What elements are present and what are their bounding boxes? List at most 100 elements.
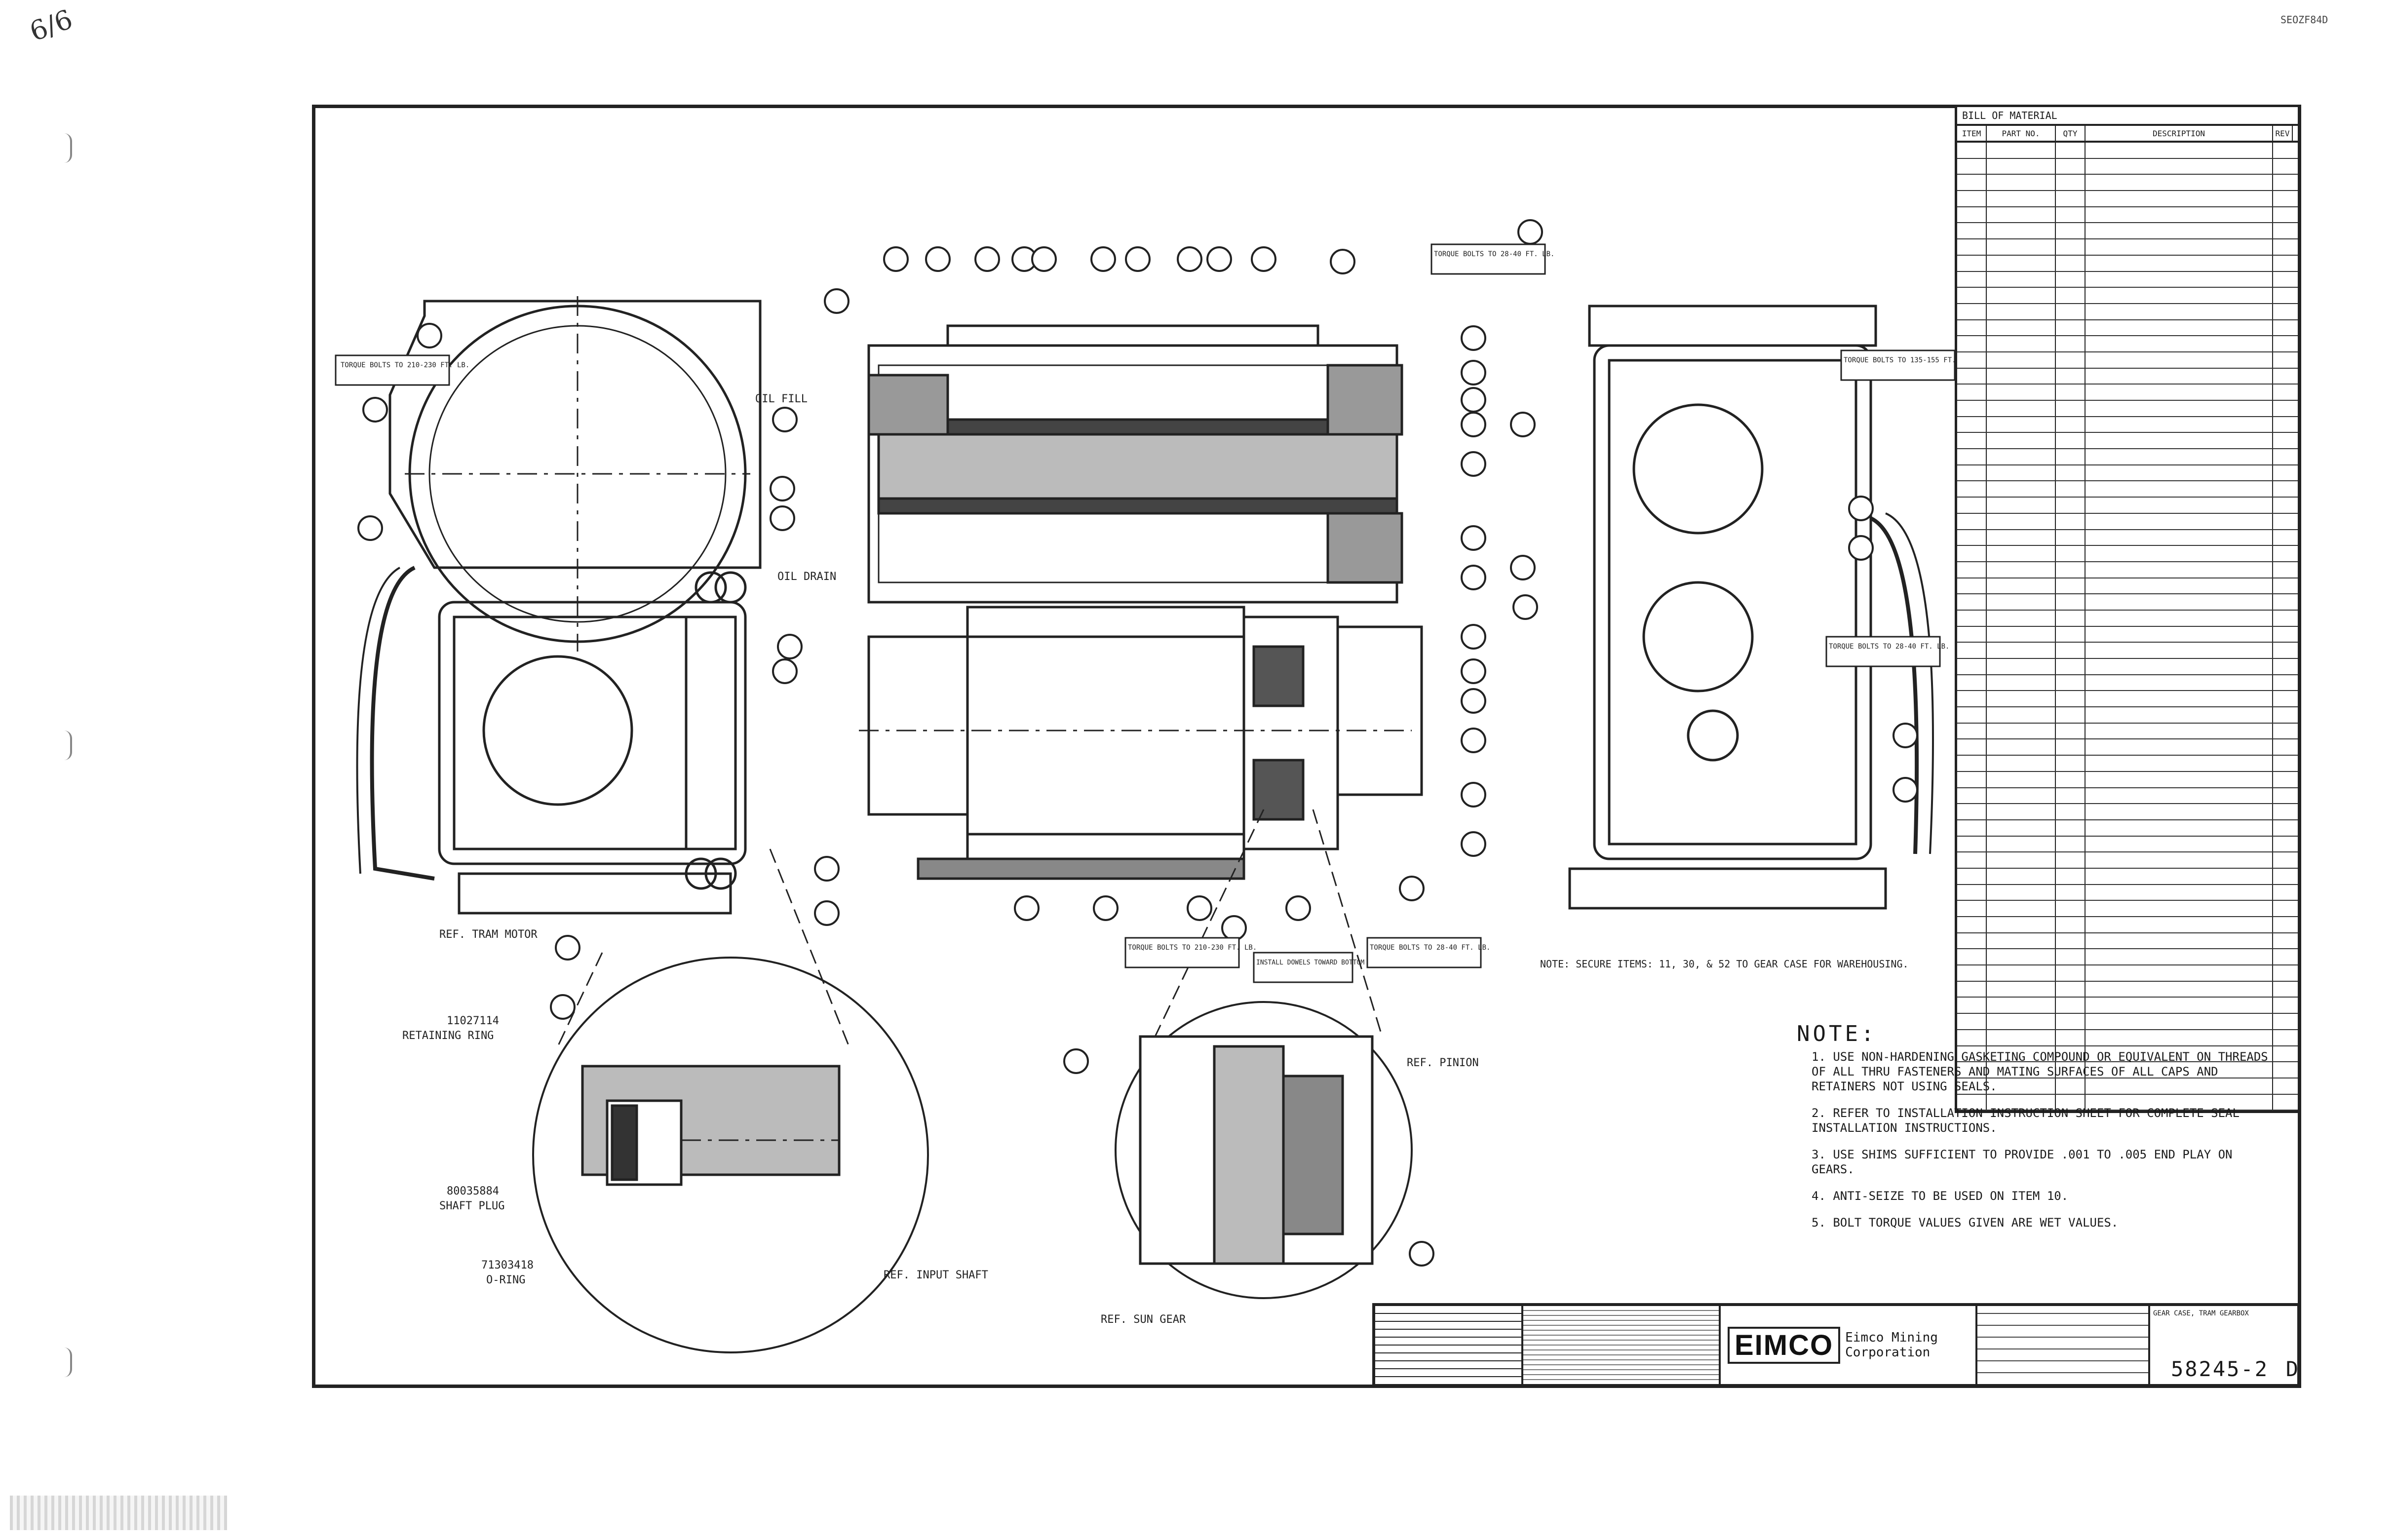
scan-smudge xyxy=(10,1496,227,1530)
hole-punch-mark xyxy=(64,1348,72,1377)
svg-text:TORQUE BOLTS TO 210-230 FT. LB: TORQUE BOLTS TO 210-230 FT. LB. xyxy=(341,361,469,369)
bom-row xyxy=(1957,771,2298,788)
general-notes: NOTE: 1. USE NON-HARDENING GASKETING COM… xyxy=(1797,1021,2280,1242)
bom-row xyxy=(1957,336,2298,352)
company-name-line2: Corporation xyxy=(1845,1345,1931,1360)
bom-row xyxy=(1957,239,2298,256)
bom-row xyxy=(1957,562,2298,578)
svg-text:TORQUE BOLTS TO 135-155 FT. LB: TORQUE BOLTS TO 135-155 FT. LB. xyxy=(1844,356,1972,364)
bom-row xyxy=(1957,691,2298,708)
bom-row xyxy=(1957,385,2298,401)
bom-row xyxy=(1957,175,2298,192)
bom-row xyxy=(1957,255,2298,272)
bom-row xyxy=(1957,288,2298,304)
bom-row xyxy=(1957,949,2298,966)
section-view-center xyxy=(859,324,1423,880)
bom-row xyxy=(1957,207,2298,224)
bom-row xyxy=(1957,320,2298,337)
item-balloons xyxy=(357,219,1918,1267)
bom-row xyxy=(1957,433,2298,450)
bom-title: BILL OF MATERIAL xyxy=(1962,110,2057,121)
bom-col-qty: QTY xyxy=(2056,126,2086,141)
bom-row xyxy=(1957,965,2298,982)
bom-row xyxy=(1957,465,2298,482)
retaining-ring-label: RETAINING RING xyxy=(402,1030,494,1042)
bom-row xyxy=(1957,498,2298,514)
bom-row xyxy=(1957,401,2298,417)
bom-row xyxy=(1957,368,2298,385)
bom-row xyxy=(1957,788,2298,805)
bom-row xyxy=(1957,513,2298,530)
revision-grid xyxy=(1375,1306,1523,1384)
bom-row xyxy=(1957,223,2298,240)
detail-b xyxy=(1115,1001,1413,1299)
end-view-left xyxy=(356,296,762,915)
bom-row xyxy=(1957,1046,2298,1063)
bom-row xyxy=(1957,449,2298,465)
svg-text:TORQUE BOLTS TO 28-40 FT. LB.: TORQUE BOLTS TO 28-40 FT. LB. xyxy=(1829,643,1949,651)
approval-box xyxy=(1977,1306,2150,1384)
bom-row xyxy=(1957,804,2298,820)
title-block: EIMCO Eimco Mining Corporation GEAR CASE… xyxy=(1372,1303,2300,1387)
bom-row xyxy=(1957,1014,2298,1030)
svg-text:TORQUE BOLTS TO 28-40 FT. LB.: TORQUE BOLTS TO 28-40 FT. LB. xyxy=(1434,250,1554,258)
ref-pinion-label: REF. PINION xyxy=(1407,1057,1479,1069)
ref-sun-gear-label: REF. SUN GEAR xyxy=(1101,1313,1186,1326)
note-item: 4. ANTI-SEIZE TO BE USED ON ITEM 10. xyxy=(1812,1189,2069,1203)
bom-row xyxy=(1957,723,2298,740)
bom-row xyxy=(1957,578,2298,595)
bom-row xyxy=(1957,481,2298,498)
bom-rows xyxy=(1957,143,2298,1111)
company-logo-box: EIMCO Eimco Mining Corporation xyxy=(1721,1306,1977,1384)
bom-row xyxy=(1957,739,2298,756)
shaft-plug-pn: 80035884 xyxy=(447,1185,499,1197)
bom-row xyxy=(1957,868,2298,885)
drawing-info-box: GEAR CASE, TRAM GEARBOX 58245-2 D xyxy=(2150,1306,2303,1384)
ref-input-shaft-label: REF. INPUT SHAFT xyxy=(884,1269,988,1281)
svg-text:INSTALL DOWELS TOWARD BOTTOM: INSTALL DOWELS TOWARD BOTTOM xyxy=(1256,959,1364,966)
bom-row xyxy=(1957,917,2298,933)
bom-row xyxy=(1957,271,2298,288)
bom-row xyxy=(1957,1062,2298,1078)
bom-col-desc: DESCRIPTION xyxy=(2086,126,2273,141)
bom-row xyxy=(1957,998,2298,1014)
bom-row xyxy=(1957,594,2298,611)
bom-row xyxy=(1957,707,2298,724)
note-item: 3. USE SHIMS SUFFICIENT TO PROVIDE .001 … xyxy=(1812,1148,2233,1176)
notes-heading: NOTE: xyxy=(1797,1021,1877,1046)
bom-row xyxy=(1957,643,2298,659)
bom-row xyxy=(1957,820,2298,837)
bom-row xyxy=(1957,1030,2298,1046)
end-view-right xyxy=(1568,305,1934,910)
o-ring-label: O-RING xyxy=(486,1274,525,1286)
bom-row xyxy=(1957,352,2298,369)
bom-row xyxy=(1957,626,2298,643)
disclaimer-box xyxy=(1523,1306,1721,1384)
drawing-title: GEAR CASE, TRAM GEARBOX xyxy=(2153,1309,2249,1317)
bom-row xyxy=(1957,1094,2298,1111)
sheet-size: D xyxy=(2285,1357,2298,1381)
bill-of-material-table: BILL OF MATERIAL ITEM PART NO. QTY DESCR… xyxy=(1955,105,2300,1114)
bom-row xyxy=(1957,1078,2298,1095)
bom-row xyxy=(1957,756,2298,772)
ref-tram-motor-label: REF. TRAM MOTOR xyxy=(439,928,538,941)
bom-row xyxy=(1957,610,2298,627)
bom-col-item: ITEM xyxy=(1957,126,1987,141)
note-item: 5. BOLT TORQUE VALUES GIVEN ARE WET VALU… xyxy=(1812,1216,2119,1230)
bom-row xyxy=(1957,852,2298,869)
oil-drain-label: OIL DRAIN xyxy=(777,571,836,583)
bom-row xyxy=(1957,885,2298,901)
bom-row xyxy=(1957,158,2298,175)
bom-row xyxy=(1957,659,2298,675)
bom-row xyxy=(1957,191,2298,207)
detail-a xyxy=(532,957,929,1353)
company-name-line1: Eimco Mining xyxy=(1845,1330,1938,1345)
bom-row xyxy=(1957,836,2298,853)
o-ring-pn: 71303418 xyxy=(481,1259,534,1271)
bom-col-part: PART NO. xyxy=(1987,126,2056,141)
bom-col-rev: REV xyxy=(2273,126,2293,141)
hole-punch-mark xyxy=(64,731,72,760)
oil-fill-label: OIL FILL xyxy=(755,393,808,405)
bom-row xyxy=(1957,933,2298,950)
secure-items-note: NOTE: SECURE ITEMS: 11, 30, & 52 TO GEAR… xyxy=(1540,958,1909,970)
